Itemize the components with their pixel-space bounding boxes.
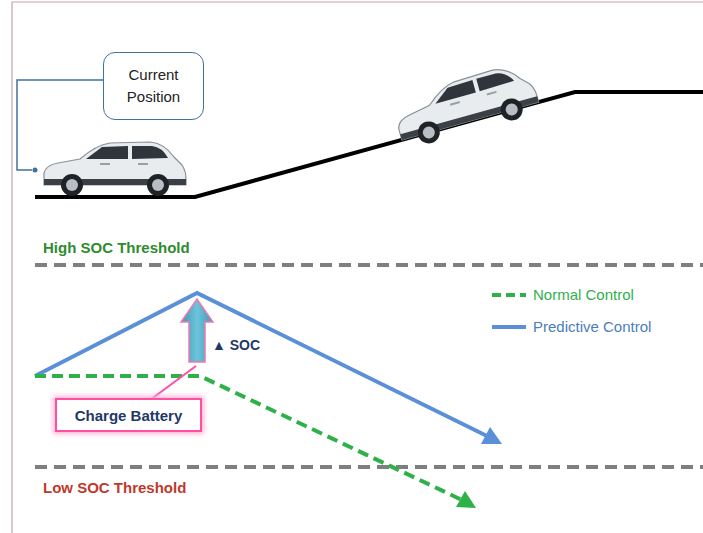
- threshold-label: Low SOC Threshold: [43, 479, 186, 496]
- node-text: Charge Battery: [75, 407, 183, 424]
- legend-text: Predictive Control: [533, 318, 651, 335]
- node-text: Current Position: [115, 64, 192, 108]
- delta-soc-label: ▲ SOC: [212, 337, 260, 353]
- threshold-label: High SOC Threshold: [43, 239, 190, 256]
- legend-sample: [492, 325, 526, 329]
- legend-text: Normal Control: [533, 286, 634, 303]
- legend-sample: [492, 293, 526, 297]
- charge-battery-box: Charge Battery: [55, 398, 202, 432]
- callout-box: Current Position: [103, 52, 204, 120]
